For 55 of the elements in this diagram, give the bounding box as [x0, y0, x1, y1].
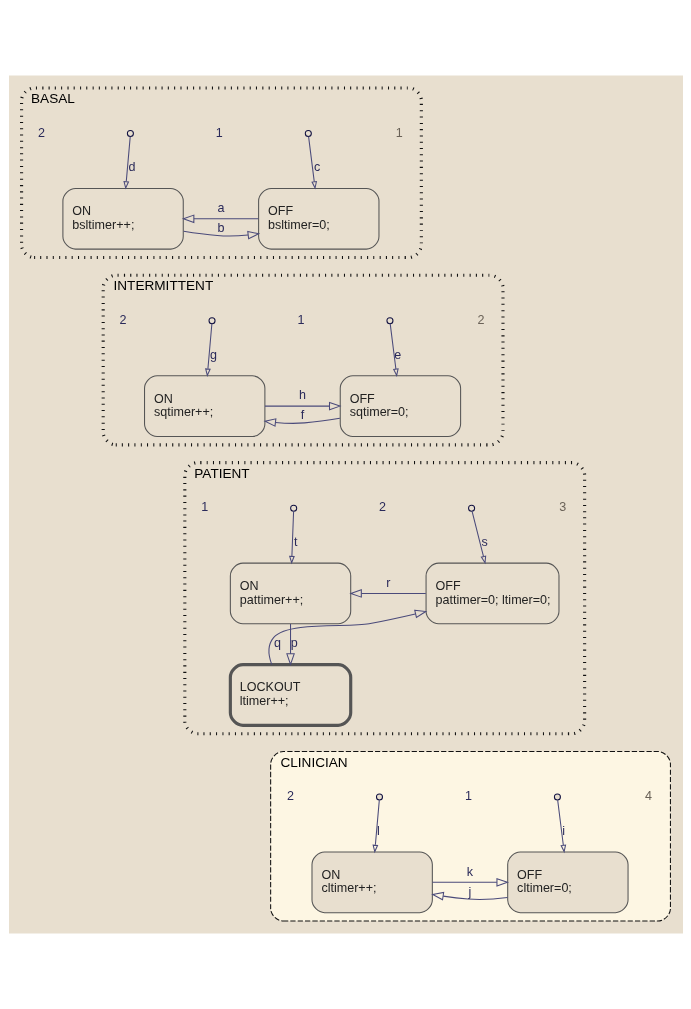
arrow: [471, 510, 486, 565]
arrow: [262, 417, 340, 427]
node-box: OFF sqtimer=0;: [339, 375, 461, 437]
label: 2: [378, 500, 386, 515]
edge-label: b: [216, 220, 224, 235]
edge-label: e: [393, 347, 401, 362]
arrow: [264, 401, 342, 411]
arrow: [556, 799, 566, 854]
arrow: [181, 214, 259, 224]
node-box: OFF bsltimer=0;: [257, 187, 379, 250]
arrow: [348, 589, 426, 598]
arrow: [285, 623, 295, 666]
edge-label: q: [273, 636, 281, 651]
edge-label: d: [127, 160, 135, 175]
edge-label: i: [561, 823, 565, 838]
label: 1: [297, 313, 304, 328]
edge-label: f: [300, 408, 304, 423]
edge-label: l: [376, 823, 380, 838]
edge-label: c: [313, 160, 320, 175]
label: 4: [644, 789, 652, 804]
arrow: [389, 323, 399, 377]
edge-label: t: [293, 534, 298, 549]
node-box: ON pattimer++;: [229, 562, 351, 625]
label: 3: [558, 500, 566, 515]
node-box: OFF cltimer=0;: [506, 851, 629, 914]
arrow: [122, 136, 131, 190]
label: 2: [286, 789, 294, 804]
arrow: [430, 891, 508, 901]
edge-label: s: [481, 534, 488, 549]
node-box: ON cltimer++;: [310, 851, 433, 914]
edge-label: g: [209, 347, 217, 362]
arrow: [288, 510, 295, 565]
arrow: [371, 799, 380, 854]
arrow: [307, 136, 317, 190]
arrow: [182, 230, 260, 240]
edge-label: r: [385, 575, 390, 590]
edge-label: j: [468, 884, 471, 899]
edge-label: p: [290, 636, 298, 651]
edge-label: a: [216, 201, 224, 216]
label: 1: [395, 125, 403, 140]
label: 2: [477, 313, 484, 328]
arrow: [267, 609, 427, 666]
label: 1: [464, 789, 472, 804]
edge-label: k: [466, 864, 473, 879]
node-box: OFF pattimer=0; ltimer=0;: [425, 562, 559, 625]
label: 1: [200, 500, 208, 515]
arrow: [204, 323, 212, 377]
node-box: ON bsltimer++;: [61, 187, 184, 250]
node-box: LOCKOUT ltimer++;: [228, 663, 352, 727]
arrow: [431, 877, 509, 887]
label: 1: [215, 125, 223, 140]
node-box: ON sqtimer++;: [143, 375, 265, 437]
label: 2: [37, 125, 45, 140]
label: 2: [119, 313, 127, 328]
edge-label: h: [298, 388, 306, 403]
